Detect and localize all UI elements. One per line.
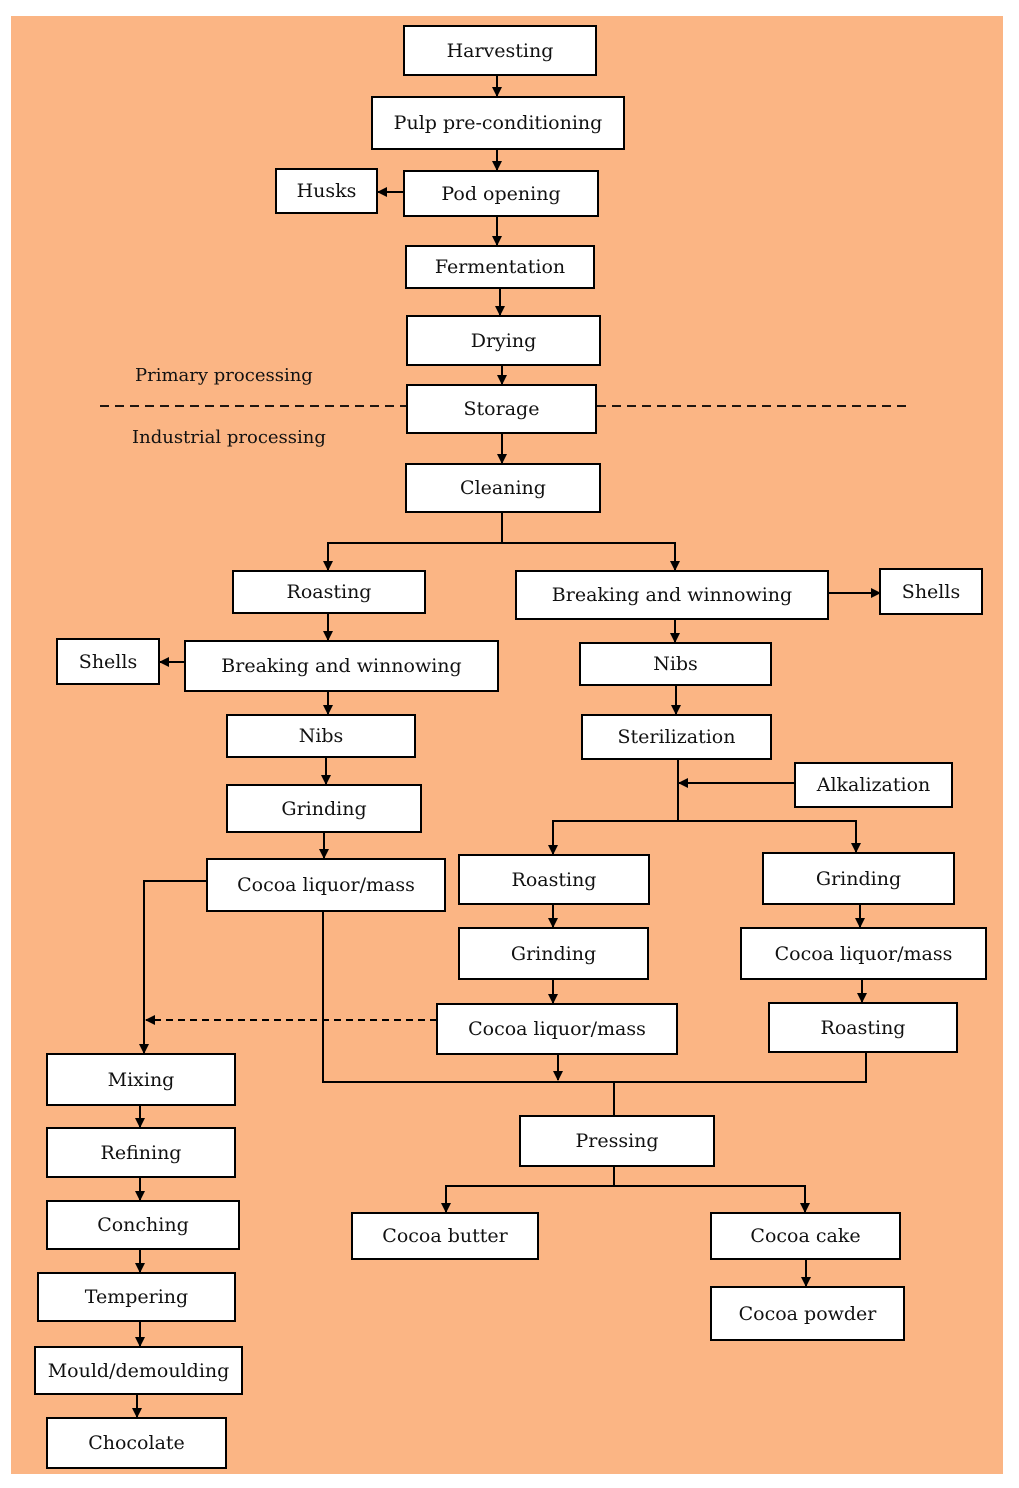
node-middle-grinding: Grinding [458, 927, 649, 980]
node-far-right-cocoa-liquor: Cocoa liquor/mass [740, 927, 987, 980]
node-drying: Drying [406, 315, 601, 366]
branch-cleaning-right [502, 542, 680, 571]
node-husks: Husks [275, 168, 378, 214]
node-left-shells: Shells [56, 638, 160, 685]
node-mixing: Mixing [46, 1053, 236, 1106]
node-right-shells: Shells [879, 568, 983, 615]
node-cocoa-cake: Cocoa cake [710, 1212, 901, 1260]
node-middle-cocoa-liquor: Cocoa liquor/mass [436, 1003, 678, 1055]
node-storage: Storage [406, 384, 597, 434]
node-cocoa-butter: Cocoa butter [351, 1212, 539, 1260]
node-left-nibs: Nibs [226, 714, 416, 758]
node-tempering: Tempering [37, 1272, 236, 1322]
node-cleaning: Cleaning [405, 463, 601, 513]
node-sterilization: Sterilization [581, 714, 772, 760]
primary-processing-label: Primary processing [135, 365, 313, 386]
node-middle-roasting: Roasting [458, 854, 650, 905]
branch-pressing-butter [441, 1167, 615, 1213]
node-harvesting: Harvesting [403, 25, 597, 76]
node-left-roasting: Roasting [232, 570, 426, 614]
node-fermentation: Fermentation [405, 245, 595, 289]
node-alkalization: Alkalization [794, 762, 953, 808]
node-pod-opening: Pod opening [403, 170, 599, 217]
node-pulp-preconditioning: Pulp pre-conditioning [371, 96, 625, 150]
node-left-cocoa-liquor: Cocoa liquor/mass [206, 858, 446, 912]
branch-pressing-cake [614, 1185, 810, 1213]
branch-cleaning [323, 513, 503, 571]
node-refining: Refining [46, 1127, 236, 1178]
node-far-right-grinding: Grinding [762, 852, 955, 905]
industrial-processing-label: Industrial processing [132, 427, 326, 448]
node-right-nibs: Nibs [579, 642, 772, 686]
node-pressing: Pressing [519, 1115, 715, 1167]
node-far-right-roasting: Roasting [768, 1002, 958, 1053]
node-right-breaking-winnowing: Breaking and winnowing [515, 570, 829, 620]
branch-sterilization-right [678, 820, 861, 853]
node-chocolate: Chocolate [46, 1417, 227, 1469]
arrow-l-liquor-mixing [139, 880, 208, 1054]
line-l-liquor-pressing [322, 912, 867, 1083]
node-conching: Conching [46, 1200, 240, 1250]
branch-sterilization-left [548, 820, 678, 855]
node-left-grinding: Grinding [226, 784, 422, 833]
node-left-breaking-winnowing: Breaking and winnowing [184, 640, 499, 692]
node-mould-demoulding: Mould/demoulding [34, 1346, 243, 1395]
node-cocoa-powder: Cocoa powder [710, 1286, 905, 1341]
